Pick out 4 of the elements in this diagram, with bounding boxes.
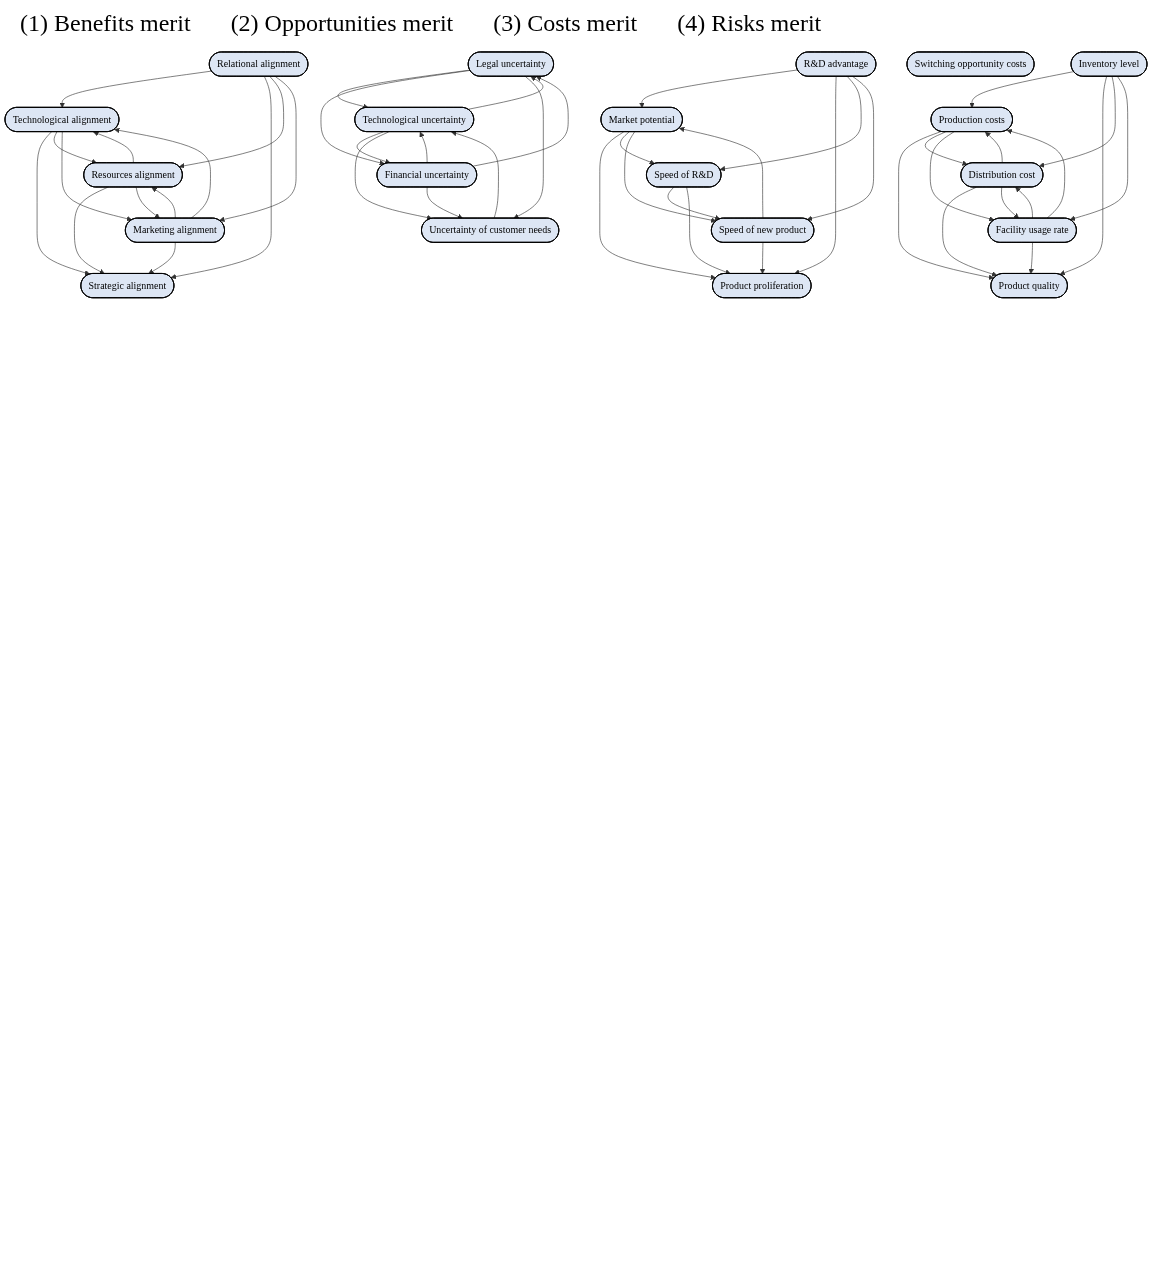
panel-caption: (3) Costs merit xyxy=(493,10,638,37)
panel-caption: (4) Risks merit xyxy=(677,10,822,37)
panel-caption: (2) Opportunities merit xyxy=(230,10,454,37)
panel-caption: (1) Benefits merit xyxy=(20,10,191,37)
